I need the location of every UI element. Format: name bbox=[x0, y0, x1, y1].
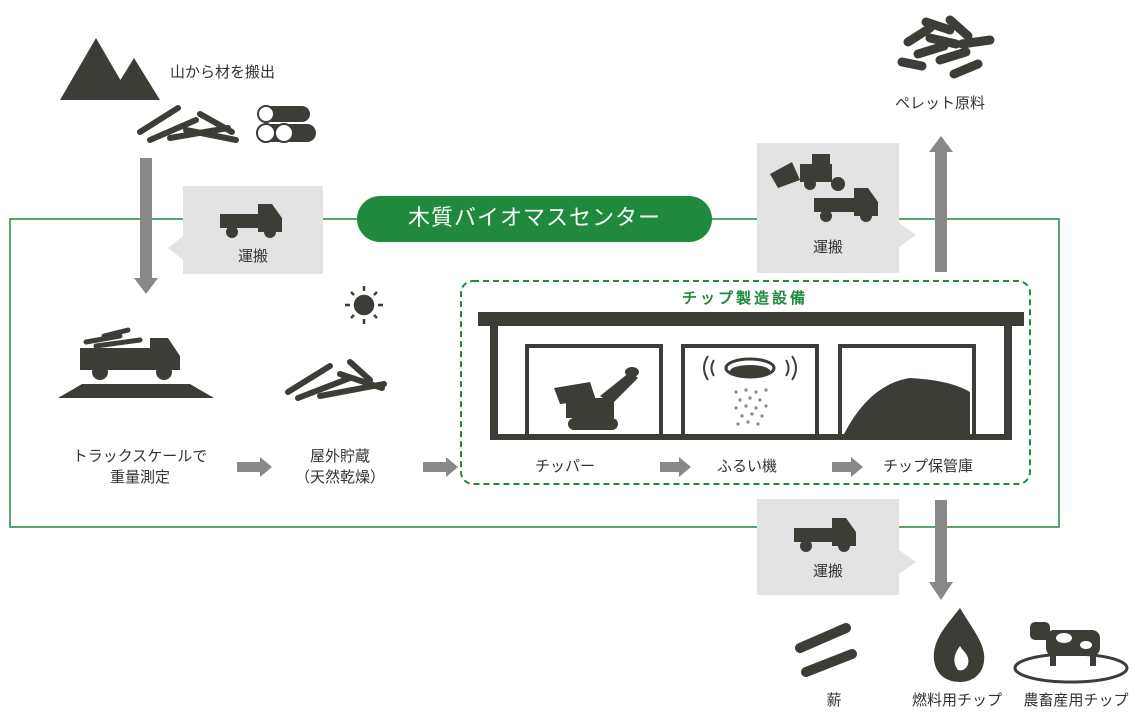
facility-border bbox=[460, 280, 1031, 485]
center-title: 木質バイオマスセンター bbox=[357, 196, 712, 242]
transport-label-right-top: 運搬 bbox=[812, 238, 843, 256]
truck-scale-line1: トラックスケールで bbox=[72, 447, 208, 465]
chip-pile-icon bbox=[844, 378, 970, 434]
mountain-icon bbox=[60, 38, 160, 100]
storage-line1: 屋外貯蔵 bbox=[309, 447, 370, 465]
truck-icon-bottom bbox=[794, 518, 856, 552]
log-stack-icon bbox=[256, 105, 316, 143]
transport-box-right-bottom bbox=[757, 499, 916, 595]
arrow-up-right bbox=[929, 136, 953, 272]
arrow-right-3 bbox=[660, 457, 691, 477]
flame-icon bbox=[933, 608, 985, 682]
chipper-label: チッパー bbox=[534, 457, 595, 475]
arrow-down-left bbox=[134, 158, 158, 294]
chipper-icon bbox=[554, 367, 639, 430]
mountain-label: 山から材を搬出 bbox=[170, 63, 276, 81]
fuel-chip-label: 燃料用チップ bbox=[911, 691, 1002, 709]
arrow-down-right bbox=[929, 500, 953, 600]
pellet-label: ペレット原料 bbox=[894, 94, 985, 112]
cow-icon bbox=[1013, 622, 1129, 684]
logs-icon bbox=[137, 105, 239, 143]
arrow-right-1 bbox=[237, 457, 272, 477]
chip-storage-label: チップ保管庫 bbox=[882, 457, 973, 475]
livestock-chip-label: 農畜産用チップ bbox=[1023, 691, 1129, 709]
loader-icon bbox=[770, 154, 845, 191]
truck-scale-icon bbox=[58, 327, 214, 398]
storage-label: 屋外貯蔵 （天然乾燥） bbox=[290, 446, 390, 488]
facility-title: チップ製造設備 bbox=[681, 289, 808, 307]
sun-icon bbox=[345, 286, 383, 324]
pellets-icon bbox=[897, 15, 995, 79]
arrow-right-2 bbox=[423, 457, 458, 477]
facility-building bbox=[478, 312, 1024, 440]
sieve-icon bbox=[703, 355, 797, 426]
arrow-right-4 bbox=[832, 457, 863, 477]
truck-icon-right-top bbox=[814, 188, 878, 222]
truck-scale-label: トラックスケールで 重量測定 bbox=[60, 446, 220, 488]
sieve-label: ふるい機 bbox=[716, 457, 777, 475]
firewood-label: 薪 bbox=[826, 691, 842, 709]
storage-logs-icon bbox=[285, 359, 387, 401]
firewood-icon bbox=[795, 623, 857, 677]
storage-line2: （天然乾燥） bbox=[294, 468, 385, 486]
truck-scale-line2: 重量測定 bbox=[109, 468, 170, 486]
transport-label-bottom: 運搬 bbox=[812, 562, 843, 580]
transport-box-left bbox=[168, 186, 323, 274]
truck-icon-left bbox=[220, 204, 282, 238]
transport-label-left: 運搬 bbox=[237, 247, 268, 265]
